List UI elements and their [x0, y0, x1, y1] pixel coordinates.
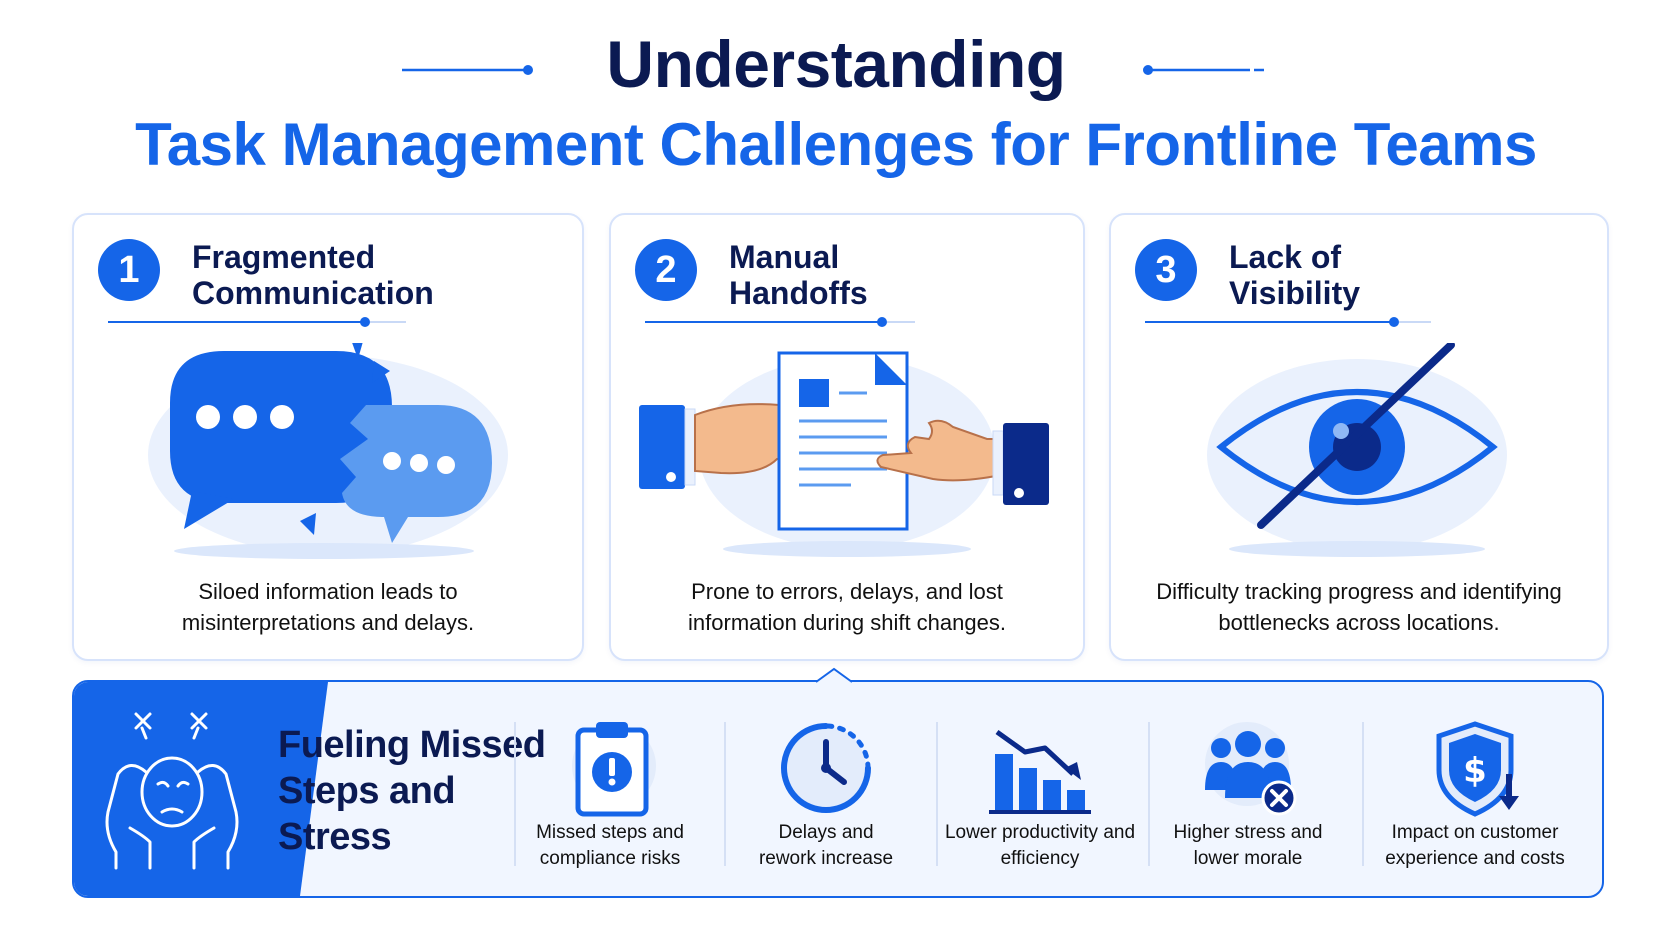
impact-item-stress: Higher stress and lower morale: [1142, 682, 1354, 896]
card-underline-dot: [1389, 317, 1399, 327]
challenge-card-lack-of-visibility: 3 Lack of Visibility Difficulty tracking…: [1109, 213, 1609, 661]
banner-divider: [1148, 722, 1150, 866]
banner-title: Fueling Missed Steps and Stress: [278, 724, 546, 858]
card-underline-dot: [877, 317, 887, 327]
team-x-icon: [1205, 722, 1297, 816]
eye-slash-icon: [1207, 343, 1507, 557]
banner-divider: [514, 722, 516, 866]
card-title: Fragmented Communication: [192, 239, 434, 311]
challenge-card-manual-handoffs: 2 Manual Handoffs Prone to errors, delay…: [609, 213, 1085, 661]
card-underline-tail: [370, 321, 406, 323]
page-title: Understanding: [606, 27, 1066, 101]
title-left-decoration: [402, 65, 533, 75]
banner-divider: [1362, 722, 1364, 866]
banner-pointer: [815, 667, 853, 683]
impact-label: Missed steps and compliance risks: [536, 822, 684, 869]
declining-bar-chart-icon: [989, 729, 1091, 814]
card-title: Lack of Visibility: [1229, 239, 1361, 311]
page-subtitle: Task Management Challenges for Frontline…: [135, 111, 1537, 178]
impact-item-productivity: Lower productivity and efficiency: [934, 682, 1146, 896]
impact-label: Lower productivity and efficiency: [944, 822, 1136, 869]
svg-text:$: $: [1463, 751, 1487, 791]
challenge-card-fragmented-communication: 1 Fragmented Communication Siloed inform…: [72, 213, 584, 661]
document-handoff-icon: [639, 351, 1049, 557]
clipboard-alert-icon: [572, 722, 656, 817]
banner-divider: [724, 722, 726, 866]
card-underline: [645, 321, 881, 323]
impact-label: Higher stress and lower morale: [1173, 822, 1323, 869]
card-underline: [108, 321, 364, 323]
card-underline: [1145, 321, 1393, 323]
card-title: Manual Handoffs: [729, 239, 868, 311]
card-underline-tail: [887, 321, 915, 323]
card-number-badge: 2: [635, 239, 697, 301]
impact-banner: Fueling Missed Steps and Stress Missed s…: [72, 680, 1604, 898]
card-underline-tail: [1399, 321, 1431, 323]
banner-divider: [936, 722, 938, 866]
impact-label: Impact on customer experience and costs: [1385, 822, 1565, 869]
broken-chat-bubbles-icon: [148, 343, 508, 559]
card-underline-dot: [360, 317, 370, 327]
impact-item-delays: Delays and rework increase: [720, 682, 932, 896]
title-right-decoration: [1143, 65, 1264, 75]
impact-item-missed-steps: Missed steps and compliance risks: [504, 682, 716, 896]
card-number-badge: 1: [98, 239, 160, 301]
impact-label: Delays and rework increase: [758, 822, 894, 869]
card-description: Prone to errors, delays, and lost inform…: [688, 579, 1006, 635]
shield-dollar-icon: $: [1436, 721, 1519, 817]
impact-item-customer-costs: $ Impact on customer experience and cost…: [1364, 682, 1586, 896]
stressed-person-icon: [105, 712, 239, 870]
card-description: Difficulty tracking progress and identif…: [1156, 579, 1562, 635]
card-description: Siloed information leads to misinterpret…: [181, 579, 475, 635]
clock-icon: [781, 723, 871, 813]
card-number-badge: 3: [1135, 239, 1197, 301]
